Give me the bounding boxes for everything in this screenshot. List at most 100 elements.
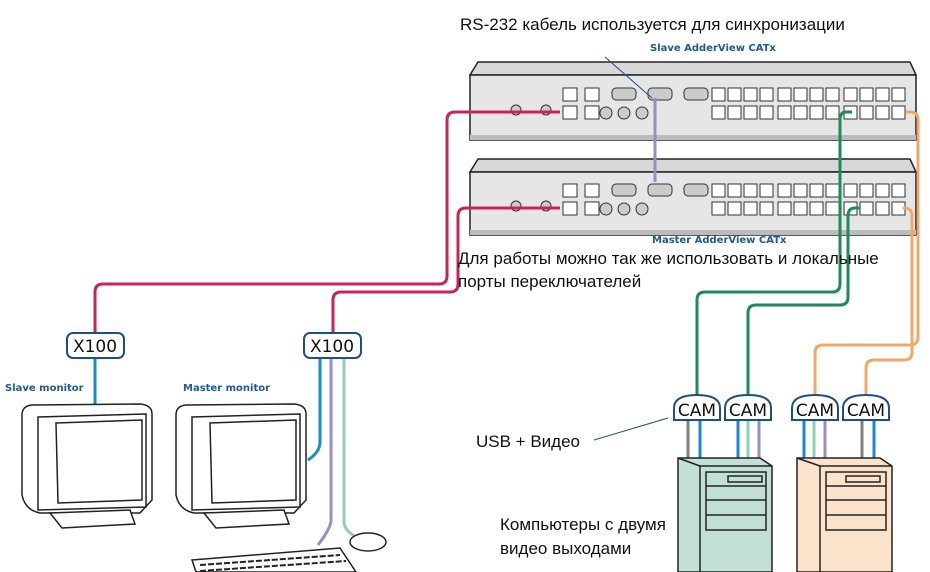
rj45-port: [825, 183, 840, 198]
rj45-port: [859, 105, 874, 120]
rj45-port: [759, 87, 774, 102]
computer-1: [677, 457, 773, 572]
ps2-port: [635, 202, 649, 216]
rj45-port: [891, 87, 906, 102]
rj45-port: [759, 183, 774, 198]
x100-label: X100: [310, 337, 354, 357]
master-monitor-label: Master monitor: [183, 383, 270, 394]
rj45-port: [793, 201, 808, 216]
rj45-port: [743, 87, 758, 102]
computer-2: [796, 457, 893, 572]
rj45-port: [777, 105, 792, 120]
computers-caption-1: Компьютеры с двумя: [500, 515, 666, 534]
orange-cable-1: [813, 110, 920, 395]
cam-label: CAM: [678, 401, 716, 421]
cam-outline: [842, 393, 890, 421]
cam-label: CAM: [729, 401, 767, 421]
mouse-cable: [342, 358, 357, 539]
ps2-port: [599, 106, 613, 120]
cat5-user-port: [584, 87, 600, 102]
x100-slave: X100: [66, 332, 125, 359]
local-ports-caption-1: Для работы можно так же использовать и л…: [458, 249, 879, 268]
rj45-port: [875, 201, 890, 216]
rs232-caption: RS-232 кабель используется для синхрониз…: [460, 15, 845, 34]
serial-port: [647, 183, 673, 197]
cam-module: CAM: [724, 393, 772, 421]
serial-port: [683, 87, 709, 101]
rj45-port: [825, 87, 840, 102]
rj45-port: [777, 183, 792, 198]
ps2-port: [617, 106, 631, 120]
cam-outline: [673, 393, 721, 421]
rj45-port: [743, 183, 758, 198]
master-red-cable: [331, 206, 560, 333]
slave-monitor: [21, 403, 153, 529]
usb-video-pointer: [593, 417, 669, 441]
rj45-port: [743, 201, 758, 216]
rj45-port: [727, 87, 742, 102]
cam-label: CAM: [847, 401, 885, 421]
local-ports-caption-2: порты переключателей: [458, 272, 641, 291]
slave-monitor-label: Slave monitor: [5, 383, 84, 394]
cat5-user-port: [562, 105, 578, 120]
rj45-port: [727, 105, 742, 120]
rj45-port: [875, 183, 890, 198]
rj45-port: [843, 87, 858, 102]
cat5-user-port: [584, 105, 600, 120]
cat5-user-port: [584, 183, 600, 198]
rj45-port: [759, 105, 774, 120]
slave-switch-label: Slave AdderView CATx: [650, 43, 777, 54]
rj45-port: [727, 183, 742, 198]
rj45-port: [809, 105, 824, 120]
serial-port: [683, 183, 709, 197]
master-switch: [468, 158, 918, 236]
rj45-port: [809, 201, 824, 216]
rj45-port: [843, 183, 858, 198]
green-cable-1: [695, 110, 852, 395]
master-video-cable: [307, 358, 322, 462]
rj45-port: [859, 201, 874, 216]
rj45-port: [891, 105, 906, 120]
serial-port: [611, 87, 637, 101]
master-monitor: [175, 403, 307, 529]
master-switch-label: Master AdderView CATx: [652, 235, 787, 246]
rj45-port: [809, 183, 824, 198]
x100-label: X100: [73, 337, 117, 357]
rj45-port: [809, 87, 824, 102]
ps2-port: [599, 202, 613, 216]
rj45-port: [825, 201, 840, 216]
usb-video-caption: USB + Видео: [476, 432, 580, 451]
serial-port: [611, 183, 637, 197]
rj45-port: [727, 201, 742, 216]
orange-cable-2: [864, 206, 914, 395]
cam-label: CAM: [796, 401, 834, 421]
mouse: [349, 532, 387, 552]
switch-ports: [510, 87, 906, 216]
rj45-port: [743, 105, 758, 120]
rs232-pointer: [604, 56, 653, 99]
green-cable-2: [746, 206, 860, 395]
keyboard: [190, 547, 357, 572]
computers-caption-2: видео выходами: [500, 539, 631, 558]
rj45-port: [711, 87, 726, 102]
ps2-port: [617, 202, 631, 216]
cat5-user-port: [562, 87, 578, 102]
rj45-port: [793, 87, 808, 102]
rj45-port: [793, 183, 808, 198]
rj45-port: [825, 105, 840, 120]
rj45-port: [777, 201, 792, 216]
cat5-user-port: [562, 201, 578, 216]
cam-module: CAM: [842, 393, 890, 421]
rj45-port: [793, 105, 808, 120]
cam-outline: [791, 393, 839, 421]
rj45-port: [859, 87, 874, 102]
cam-outline: [724, 393, 772, 421]
cat5-user-port: [584, 201, 600, 216]
rj45-port: [777, 87, 792, 102]
rj45-port: [875, 87, 890, 102]
cam-module: CAM: [791, 393, 839, 421]
cam-module: CAM: [673, 393, 721, 421]
rj45-port: [759, 201, 774, 216]
slave-red-cable: [93, 110, 560, 333]
rj45-port: [875, 105, 890, 120]
